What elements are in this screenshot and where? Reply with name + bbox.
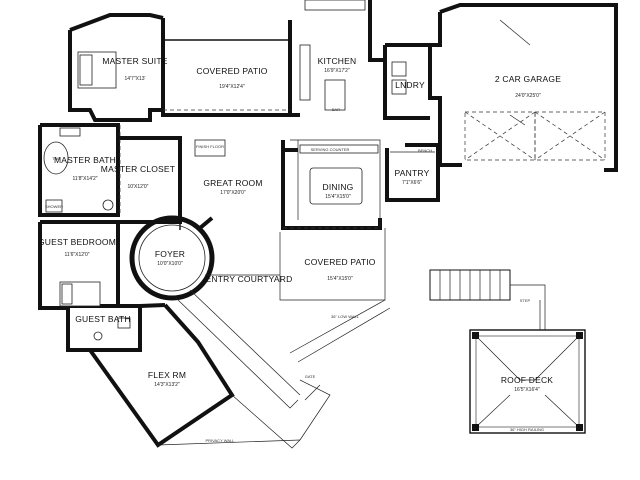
- serving-counter-note: SERVING COUNTER: [311, 147, 350, 152]
- kitchen-dims: 16'9"X17'2": [324, 68, 350, 74]
- room-labels: MASTER SUITE 14'7"X13' COVERED PATIO 19'…: [38, 56, 561, 393]
- covered-patio-front-dims: 15'4"X15'0": [327, 276, 353, 282]
- covered-patio-rear-dims: 19'4"X12'4": [219, 84, 245, 90]
- guest-bath-label: GUEST BATH: [75, 314, 131, 324]
- floor-lines: [119, 109, 391, 449]
- foyer-dims: 10'0"X10'0": [157, 261, 183, 267]
- roof-deck-stair: [429, 269, 546, 330]
- guest-bedroom-label: GUEST BEDROOM: [38, 237, 116, 247]
- master-suite-label: MASTER SUITE: [102, 56, 167, 66]
- kitchen-label: KITCHEN: [318, 56, 357, 66]
- bar-note: BAR: [332, 107, 340, 112]
- dining-label: DINING: [323, 182, 354, 192]
- roof-deck-label: ROOF DECK: [501, 375, 553, 385]
- covered-patio-front-label: COVERED PATIO: [304, 257, 375, 267]
- fixtures: [43, 0, 435, 341]
- master-suite-dims: 14'7"X13': [125, 76, 146, 82]
- tub-note: TUB: [52, 156, 60, 161]
- garage-details: [464, 19, 606, 161]
- shower-note: SHOWER: [45, 204, 63, 209]
- laundry-label: LNDRY: [395, 80, 425, 90]
- guest-bedroom-dims: 11'6"X12'0": [64, 252, 89, 258]
- plan-notes: FINISH FLOOR PRIVACY WALL GATE SERVING C…: [45, 107, 544, 443]
- step-note: STEP: [520, 298, 531, 303]
- master-bath-dims: 11'8"X14'2": [72, 176, 97, 182]
- dining-dims: 15'4"X15'0": [325, 194, 351, 200]
- foyer-rotunda: [129, 215, 215, 301]
- garage-label: 2 CAR GARAGE: [495, 74, 561, 84]
- garage-dims: 24'0"X25'0": [515, 93, 541, 99]
- bench-note: BENCH: [418, 148, 432, 153]
- roof-deck-structure: [429, 269, 586, 434]
- high-railing-note: 36" HIGH RAILING: [510, 427, 544, 432]
- master-closet-label: MASTER CLOSET: [101, 164, 175, 174]
- finish-floor-note: FINISH FLOOR: [196, 144, 224, 149]
- low-wall-note: 36" LOW WALL: [331, 314, 360, 319]
- master-bath-label: MASTER BATH: [54, 155, 116, 165]
- gate-note: GATE: [305, 374, 316, 379]
- foyer-label: FOYER: [155, 249, 185, 259]
- walls: [38, 0, 618, 448]
- flex-room-dims: 14'3"X13'2": [154, 382, 180, 388]
- privacy-wall-note: PRIVACY WALL: [205, 438, 235, 443]
- entry-courtyard-label: ENTRY COURTYARD: [206, 274, 293, 284]
- great-room-label: GREAT ROOM: [203, 178, 262, 188]
- master-closet-dims: 10'X12'0": [128, 184, 149, 190]
- pantry-label: PANTRY: [395, 168, 430, 178]
- roof-deck-dims: 16'5"X16'4": [514, 387, 540, 393]
- covered-patio-rear-label: COVERED PATIO: [196, 66, 267, 76]
- pantry-dims: 7'1"X6'6": [402, 180, 422, 186]
- great-room-dims: 17'0"X20'0": [220, 190, 246, 196]
- flex-room-label: FLEX RM: [148, 370, 186, 380]
